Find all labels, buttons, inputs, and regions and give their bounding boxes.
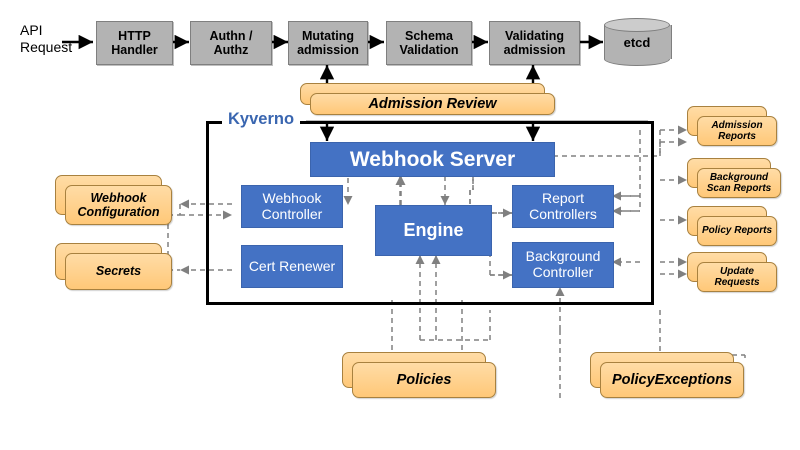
component-report-controllers: Report Controllers — [512, 185, 614, 228]
pipeline-stage-schema-validation: Schema Validation — [386, 21, 472, 65]
component-engine: Engine — [375, 205, 492, 256]
component-webhook-controller: Webhook Controller — [241, 185, 343, 228]
resource-label: Webhook Configuration — [65, 185, 172, 225]
pipeline-stage-mutating-admission: Mutating admission — [288, 21, 368, 65]
resource-background-scan-reports: Background Scan Reports — [687, 158, 781, 198]
resource-label: Background Scan Reports — [697, 168, 781, 198]
kyverno-boundary-label: Kyverno — [222, 110, 301, 129]
component-cert-renewer: Cert Renewer — [241, 245, 343, 288]
resource-policies: Policies — [342, 352, 496, 398]
component-webhook-server: Webhook Server — [310, 142, 555, 177]
kyverno-boundary — [206, 121, 654, 305]
pipeline-stage-authn-authz: Authn / Authz — [190, 21, 272, 65]
resource-label: Secrets — [65, 253, 172, 290]
resource-label: Policy Reports — [697, 216, 777, 246]
cylinder-top — [604, 18, 670, 32]
pipeline-stage-http-handler: HTTP Handler — [96, 21, 173, 65]
resource-webhook-configuration: Webhook Configuration — [55, 175, 172, 225]
pipeline-stage-validating-admission: Validating admission — [489, 21, 580, 65]
resource-label: Policies — [352, 362, 496, 398]
etcd-label: etcd — [623, 34, 651, 50]
resource-label: Update Requests — [697, 262, 777, 292]
admission-review-card: Admission Review — [300, 83, 555, 115]
admission-review-label: Admission Review — [310, 93, 555, 115]
resource-update-requests: Update Requests — [687, 252, 777, 292]
resource-label: PolicyExceptions — [600, 362, 744, 398]
resource-admission-reports: Admission Reports — [687, 106, 777, 146]
resource-secrets: Secrets — [55, 243, 172, 290]
resource-policy-reports: Policy Reports — [687, 206, 777, 246]
resource-label: Admission Reports — [697, 116, 777, 146]
resource-policy-exceptions: PolicyExceptions — [590, 352, 744, 398]
component-background-controller: Background Controller — [512, 242, 614, 288]
etcd-datastore: etcd — [604, 18, 672, 66]
api-request-label: API Request — [20, 22, 73, 55]
